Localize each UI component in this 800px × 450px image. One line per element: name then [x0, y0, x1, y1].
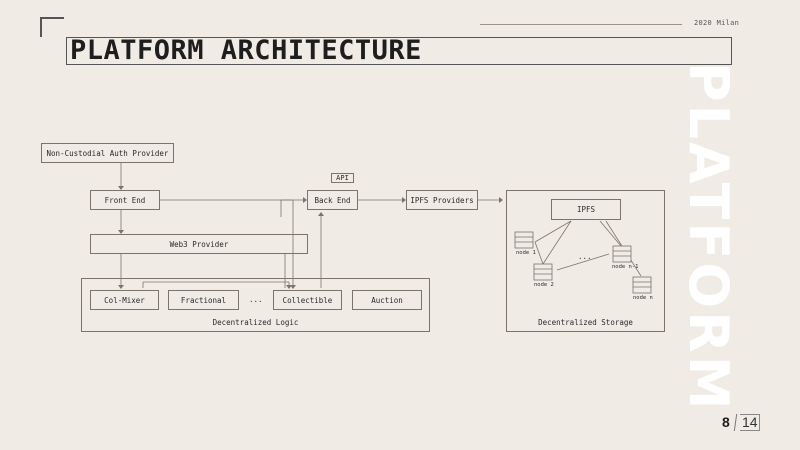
- node-2-label: node 2: [534, 282, 554, 288]
- collectible-box: Collectible: [273, 290, 342, 310]
- web3-provider-box: Web3 Provider: [90, 234, 308, 254]
- back-end-box: Back End: [307, 190, 358, 210]
- node-1-label: node 1: [516, 250, 536, 256]
- corner-bracket: [40, 17, 64, 37]
- front-end-box: Front End: [90, 190, 160, 210]
- page-total: 14: [742, 414, 758, 430]
- event-label: 2020 Milan: [694, 19, 740, 27]
- decentralized-storage-label: Decentralized Storage: [538, 318, 633, 327]
- logic-ellipsis: ...: [249, 295, 263, 304]
- page-number: 8: [722, 414, 730, 430]
- title-frame: [66, 37, 732, 65]
- auction-box: Auction: [352, 290, 422, 310]
- decentralized-logic-label: Decentralized Logic: [212, 318, 299, 327]
- storage-ellipsis: ...: [578, 252, 592, 261]
- col-mixer-box: Col-Mixer: [90, 290, 159, 310]
- ipfs-box: IPFS: [551, 199, 621, 220]
- ipfs-providers-box: IPFS Providers: [406, 190, 478, 210]
- header-rule: [480, 24, 682, 25]
- decentralized-logic-container: [81, 278, 430, 332]
- page-total-frame: [740, 414, 760, 431]
- node-n-label: node n: [633, 295, 653, 301]
- page-title: PLATFORM ARCHITECTURE: [70, 35, 422, 66]
- node-n-1-label: node n-1: [612, 264, 639, 270]
- api-label: API: [331, 173, 354, 183]
- fractional-box: Fractional: [168, 290, 239, 310]
- decentralized-storage-container: [506, 190, 665, 332]
- auth-provider-box: Non-Custodial Auth Provider: [41, 143, 174, 163]
